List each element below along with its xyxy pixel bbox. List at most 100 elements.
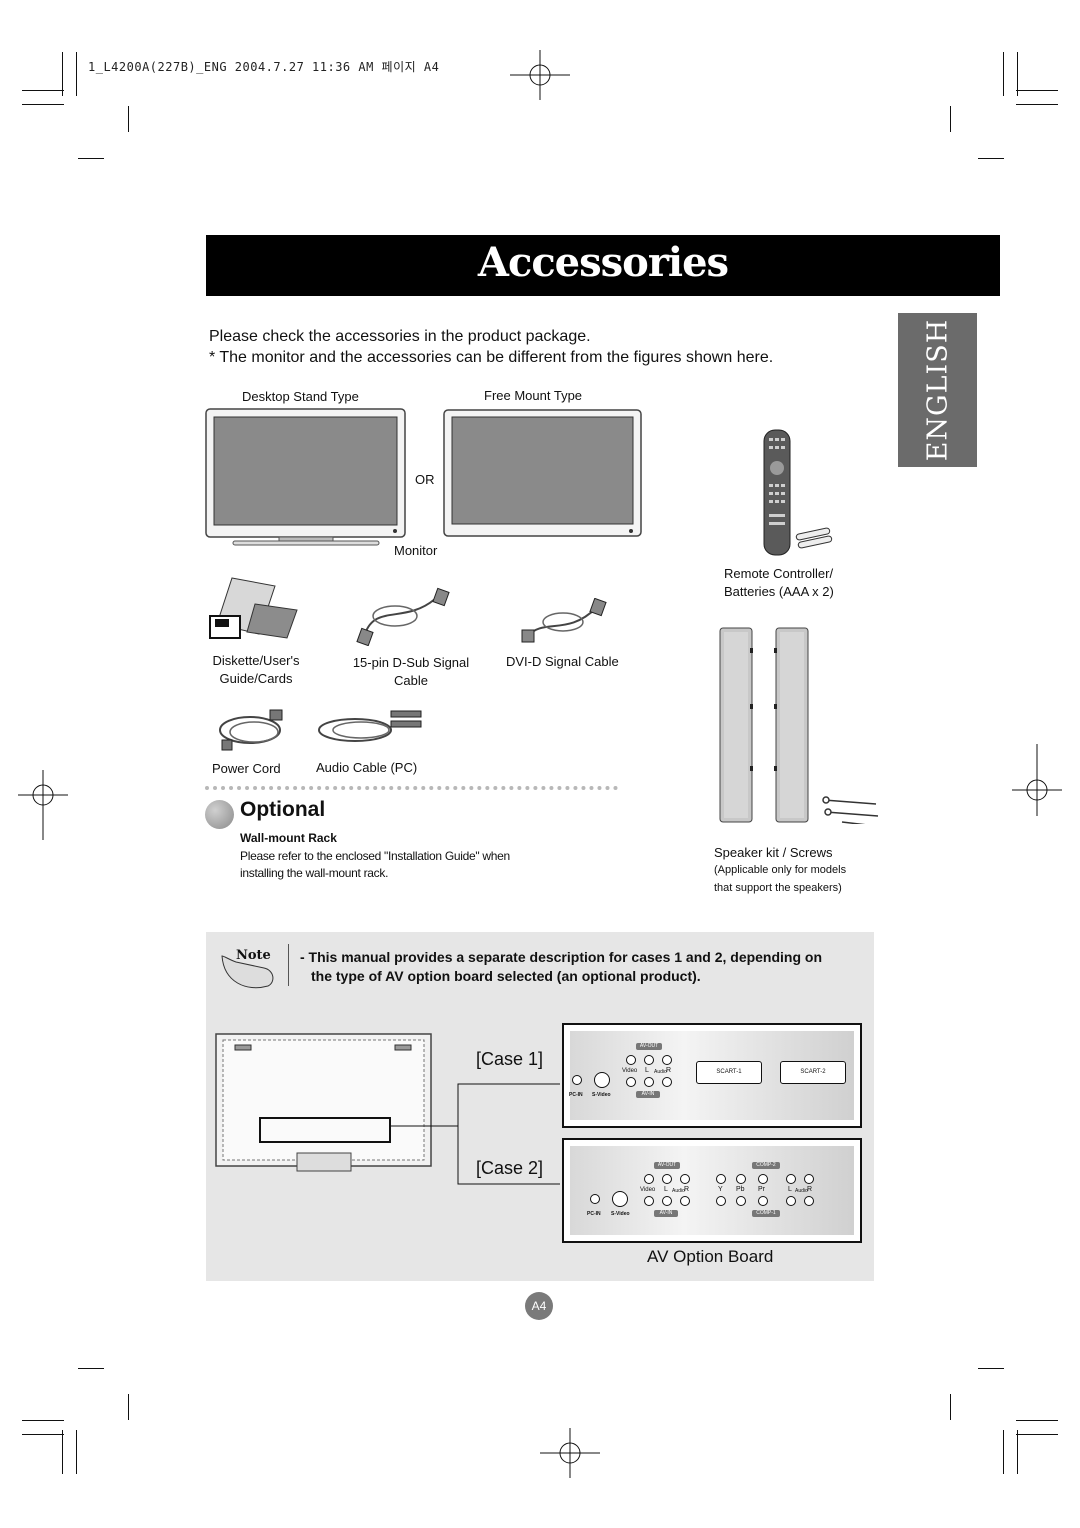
case2-jack-audio-l-out [662, 1174, 672, 1184]
case2-s-video-port [612, 1191, 628, 1207]
pb-label: Pb [736, 1186, 745, 1193]
case2-s-video-label: S-Video [611, 1211, 630, 1217]
diskette-guide-illustration [209, 577, 298, 639]
case2-jack-audio-l-in [662, 1196, 672, 1206]
note-icon-label: Note [236, 948, 271, 963]
jack-video-out [626, 1055, 636, 1065]
av-out-tag: AV-OUT [636, 1043, 662, 1050]
jack-audio-r-out [662, 1055, 672, 1065]
dotted-divider [205, 786, 618, 790]
speaker-note-line-2: that support the speakers) [714, 882, 842, 894]
speaker-note-line-1: (Applicable only for models [714, 864, 847, 876]
pc-in-label: PC-IN [569, 1092, 583, 1098]
registration-mark-bottom [540, 1428, 600, 1478]
wall-mount-text-line-1: Please refer to the enclosed "Installati… [240, 849, 510, 863]
comp1-jack-pb [736, 1196, 746, 1206]
case2-av-in-tag: AV-IN [654, 1210, 678, 1217]
case2-jack-pc-in [590, 1194, 600, 1204]
pr-label: Pr [758, 1186, 765, 1193]
case2-jack-audio-r-in [680, 1196, 690, 1206]
wall-mount-rack-title: Wall-mount Rack [240, 831, 337, 845]
speaker-label: Speaker kit / Screws [714, 845, 833, 860]
comp-l-label: L [788, 1186, 792, 1193]
remote-controller-illustration [763, 429, 833, 556]
intro-line-1: Please check the accessories in the prod… [209, 328, 591, 345]
case2-jack-video-out [644, 1174, 654, 1184]
jack-audio-l-in [644, 1077, 654, 1087]
case2-video-label: Video [640, 1187, 656, 1193]
case2-l-label: L [664, 1186, 668, 1193]
diskette-label-line-2: Guide/Cards [219, 671, 293, 686]
case2-audio-label: Audio [672, 1188, 685, 1194]
y-label: Y [718, 1186, 723, 1193]
page-title: Accessories [477, 239, 729, 286]
dsub-cable-illustration [356, 587, 450, 646]
comp-2-tag: COMP-2 [752, 1162, 780, 1169]
registration-mark-top [510, 50, 570, 100]
dvi-label: DVI-D Signal Cable [506, 654, 619, 669]
jack-pc-in [572, 1075, 582, 1085]
monitor-free-mount-illustration [443, 409, 642, 537]
free-mount-label: Free Mount Type [484, 388, 583, 403]
optional-bullet-icon [205, 800, 234, 829]
language-tab: ENGLISH [898, 313, 977, 467]
dsub-label-line-2: Cable [394, 673, 428, 688]
print-header: 1_L4200A(227B)_ENG 2004.7.27 11:36 AM 페이… [88, 60, 440, 74]
comp2-jack-audio-r [804, 1174, 814, 1184]
comp1-jack-audio-r [804, 1196, 814, 1206]
optional-title: Optional [240, 798, 326, 821]
comp2-jack-y [716, 1174, 726, 1184]
av-board-case-2: AV-OUT Video L Audio R AV-IN PC-IN S-Vid… [562, 1138, 862, 1243]
case2-jack-audio-r-out [680, 1174, 690, 1184]
comp1-jack-audio-l [786, 1196, 796, 1206]
comp-r-label: R [807, 1186, 813, 1193]
jack-audio-l-out [644, 1055, 654, 1065]
audio-cable-label: Audio Cable (PC) [316, 760, 418, 775]
speaker-kit-illustration [719, 627, 879, 824]
power-cord-illustration [219, 709, 283, 751]
jack-video-in [626, 1077, 636, 1087]
wall-mount-text-line-2: installing the wall-mount rack. [240, 866, 389, 880]
power-cord-label: Power Cord [212, 761, 281, 776]
comp2-jack-audio-l [786, 1174, 796, 1184]
case2-jack-video-in [644, 1196, 654, 1206]
note-line-1: - This manual provides a separate descri… [300, 949, 823, 965]
monitor-desktop-illustration [205, 408, 406, 546]
dsub-label-line-1: 15-pin D-Sub Signal [352, 655, 470, 670]
comp2-jack-pb [736, 1174, 746, 1184]
comp1-jack-y [716, 1196, 726, 1206]
comp1-jack-pr [758, 1196, 768, 1206]
monitor-label: Monitor [394, 543, 438, 558]
language-tab-label: ENGLISH [922, 318, 953, 462]
video-label: Video [622, 1068, 638, 1074]
intro-line-2: * The monitor and the accessories can be… [209, 349, 774, 366]
case-1-label: [Case 1] [476, 1049, 544, 1069]
jack-audio-r-in [662, 1077, 672, 1087]
remote-label-line-2: Batteries (AAA x 2) [724, 584, 834, 599]
case-connector-lines [390, 1083, 560, 1185]
title-bar: Accessories [206, 235, 1000, 296]
registration-mark-right [1012, 744, 1062, 816]
note-line-2: the type of AV option board selected (an… [311, 968, 701, 984]
case2-r-label: R [684, 1186, 690, 1193]
r-label: R [666, 1067, 672, 1074]
note-mouse-icon [221, 955, 274, 989]
case2-av-out-tag: AV-OUT [654, 1162, 680, 1169]
audio-label: Audio [654, 1069, 667, 1075]
remote-label-line-1: Remote Controller/ [724, 566, 834, 581]
comp-audio-label: Audio [795, 1188, 808, 1194]
or-label: OR [415, 472, 435, 487]
note-divider [288, 944, 289, 986]
scart-1-port: SCART-1 [696, 1061, 762, 1084]
av-board-case-1: AV-OUT Video L Audio R AV-IN PC-IN S-Vid… [562, 1023, 862, 1128]
registration-mark-left [18, 770, 68, 840]
case2-pc-in-label: PC-IN [587, 1211, 601, 1217]
case-2-label: [Case 2] [476, 1158, 544, 1178]
av-option-board-caption: AV Option Board [647, 1247, 774, 1266]
monitor-back-illustration [215, 1033, 432, 1172]
av-in-tag: AV-IN [636, 1091, 660, 1098]
s-video-port [594, 1072, 610, 1088]
audio-cable-illustration [318, 710, 422, 742]
desktop-stand-label: Desktop Stand Type [242, 389, 359, 404]
s-video-label: S-Video [592, 1092, 611, 1098]
